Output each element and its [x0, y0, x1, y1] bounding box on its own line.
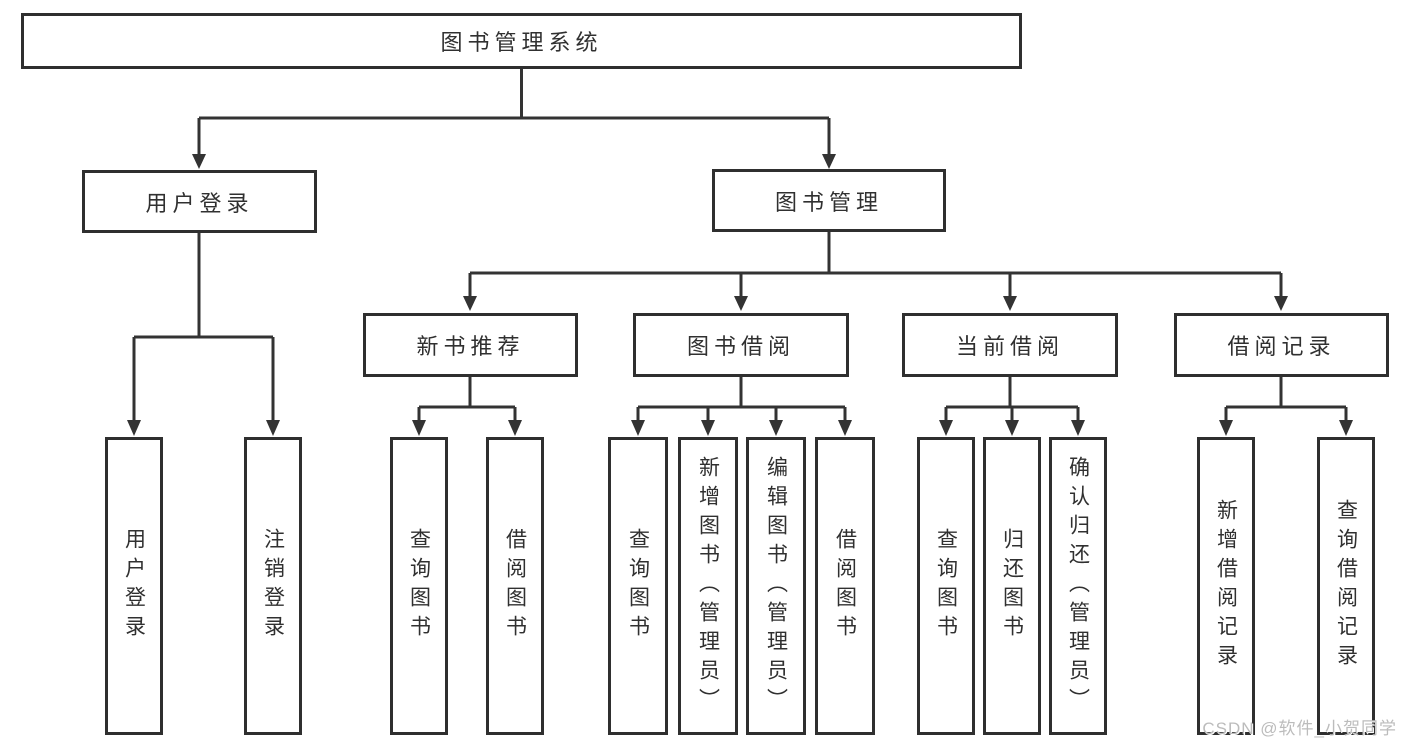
leaf-add-borrow-record: 新增借阅记录 [1197, 437, 1255, 735]
leaf-borrow-books-1: 借阅图书 [486, 437, 544, 735]
leaf-add-borrow-record-label: 新增借阅记录 [1214, 499, 1238, 673]
node-user-login-label: 用户登录 [145, 190, 254, 216]
tree-edge-lines [132, 69, 1348, 422]
leaf-add-book-admin: 新增图书（管理员） [678, 437, 738, 735]
leaf-query-books-3-label: 查询图书 [934, 528, 958, 644]
leaf-query-books-1: 查询图书 [390, 437, 448, 735]
leaf-query-borrow-record-label: 查询借阅记录 [1334, 499, 1358, 673]
leaf-confirm-return-admin-label: 确认归还（管理员） [1066, 455, 1090, 717]
node-root-label: 图书管理系统 [440, 30, 603, 55]
leaf-borrow-books-2-label: 借阅图书 [833, 528, 857, 644]
node-book-borrowing-label: 图书借阅 [686, 334, 795, 359]
node-current-borrowing: 当前借阅 [902, 313, 1118, 377]
leaf-user-login-label: 用户登录 [122, 528, 146, 644]
leaf-return-book-label: 归还图书 [1000, 528, 1024, 644]
leaf-query-books-1-label: 查询图书 [407, 528, 431, 644]
leaf-edit-book-admin-label: 编辑图书（管理员） [764, 455, 788, 717]
leaf-borrow-books-2: 借阅图书 [815, 437, 875, 735]
node-book-borrowing: 图书借阅 [633, 313, 849, 377]
leaf-user-login: 用户登录 [105, 437, 163, 735]
leaf-query-books-3: 查询图书 [917, 437, 975, 735]
node-user-login: 用户登录 [82, 170, 317, 233]
node-root: 图书管理系统 [21, 13, 1022, 69]
leaf-borrow-books-1-label: 借阅图书 [503, 528, 527, 644]
leaf-edit-book-admin: 编辑图书（管理员） [746, 437, 806, 735]
leaf-logout: 注销登录 [244, 437, 302, 735]
node-book-management-label: 图书管理 [774, 189, 883, 215]
leaf-return-book: 归还图书 [983, 437, 1041, 735]
leaf-confirm-return-admin: 确认归还（管理员） [1049, 437, 1107, 735]
node-borrow-records-label: 借阅记录 [1227, 334, 1336, 359]
node-new-book-recommend-label: 新书推荐 [416, 334, 525, 359]
node-current-borrowing-label: 当前借阅 [955, 334, 1064, 359]
leaf-add-book-admin-label: 新增图书（管理员） [696, 455, 720, 717]
leaf-query-borrow-record: 查询借阅记录 [1317, 437, 1375, 735]
node-book-management: 图书管理 [712, 169, 946, 232]
leaf-logout-label: 注销登录 [261, 528, 285, 644]
leaf-query-books-2: 查询图书 [608, 437, 668, 735]
csdn-watermark: CSDN @软件_小贺同学 [1202, 719, 1397, 738]
node-borrow-records: 借阅记录 [1174, 313, 1389, 377]
leaf-query-books-2-label: 查询图书 [626, 528, 650, 644]
node-new-book-recommend: 新书推荐 [363, 313, 578, 377]
